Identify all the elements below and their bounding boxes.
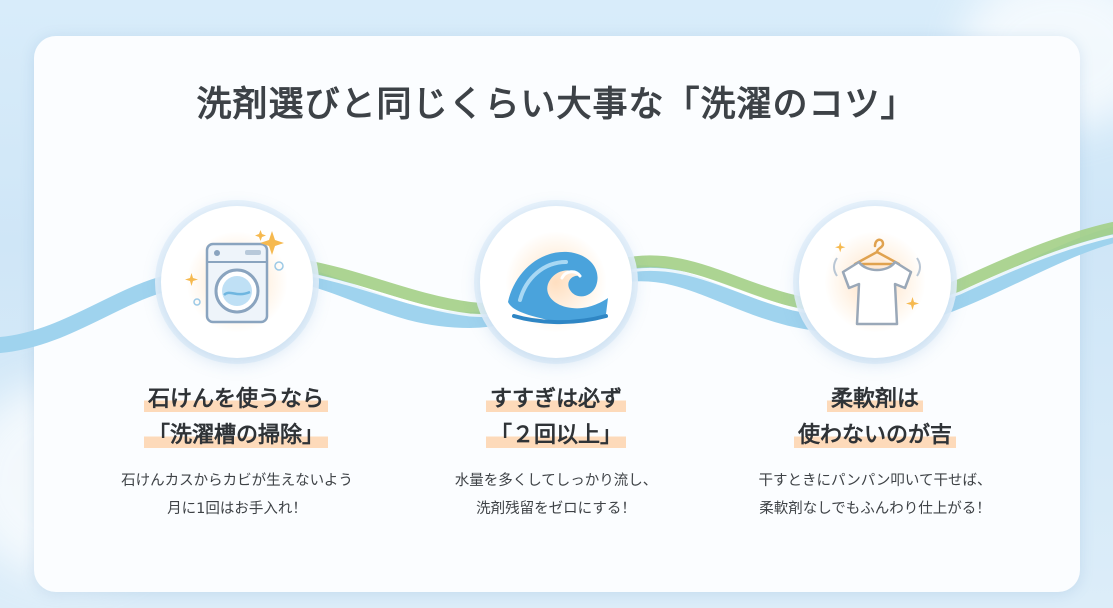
tip-1-heading-line1: 石けんを使うなら (143, 387, 328, 412)
tip-2-heading-line2: 「２回以上」 (485, 423, 626, 448)
tip-3-description: 干すときにパンパン叩いて干せば、 柔軟剤なしでもふんわり仕上がる！ (715, 467, 1035, 523)
tip-2-desc-line1: 水量を多くしてしっかり流し、 (454, 473, 658, 489)
tip-1-icon-circle (161, 206, 313, 358)
tip-3-heading-line2: 使わないのが吉 (793, 423, 956, 448)
washing-machine-icon (185, 230, 284, 324)
tip-2-heading: すすぎは必ず 「２回以上」 (406, 382, 706, 454)
tip-1-desc-line2: 月に1回はお手入れ！ (167, 501, 307, 517)
tip-1-heading: 石けんを使うなら 「洗濯槽の掃除」 (86, 382, 386, 454)
tip-2-description: 水量を多くしてしっかり流し、 洗剤残留をゼロにする！ (396, 467, 716, 523)
tip-2-desc-line2: 洗剤残留をゼロにする！ (476, 501, 636, 517)
tip-3-desc-line2: 柔軟剤なしでもふんわり仕上がる！ (759, 501, 991, 517)
wave-icon (508, 251, 608, 325)
page-title: 洗剤選びと同じくらい大事な「洗濯のコツ」 (196, 85, 917, 125)
tip-1-heading-line2: 「洗濯槽の掃除」 (143, 423, 328, 448)
tip-3-icon-circle (799, 206, 951, 358)
tshirt-hanger-icon (833, 238, 921, 326)
tip-1-desc-line1: 石けんカスからカビが生えないよう (121, 473, 353, 489)
tip-3-heading-line1: 柔軟剤は (826, 387, 923, 412)
tip-3-desc-line1: 干すときにパンパン叩いて干せば、 (758, 473, 992, 489)
tip-2-heading-line1: すすぎは必ず (485, 387, 626, 412)
tip-2-icon-circle (480, 206, 632, 358)
tip-1-description: 石けんカスからカビが生えないよう 月に1回はお手入れ！ (77, 467, 397, 523)
tip-3-heading: 柔軟剤は 使わないのが吉 (725, 382, 1025, 454)
